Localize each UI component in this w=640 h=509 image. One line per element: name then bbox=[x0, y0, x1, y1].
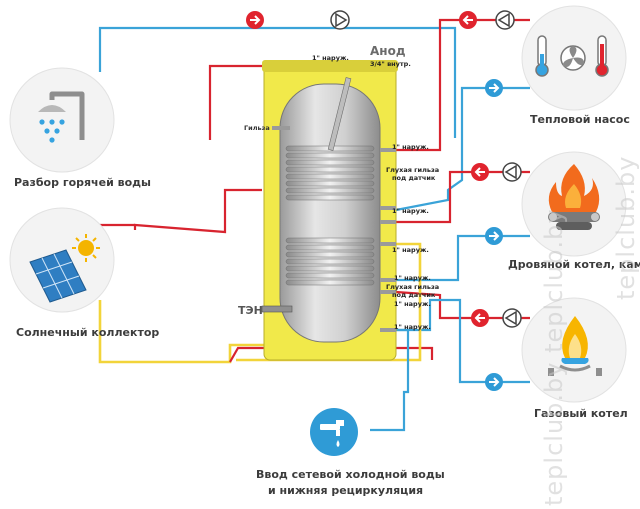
wood-boiler-device bbox=[521, 151, 627, 257]
port-blind-2a: Глухая гильза bbox=[386, 283, 440, 291]
label-anode: Анод bbox=[370, 44, 406, 58]
tank-vessel bbox=[279, 83, 381, 343]
arrow-wood-return bbox=[485, 227, 503, 245]
label-hot-water: Разбор горячей воды bbox=[14, 176, 151, 189]
heat-exchanger-lower bbox=[285, 237, 375, 286]
arrow-gas-return bbox=[485, 373, 503, 391]
label-heat-pump: Тепловой насос bbox=[530, 113, 630, 126]
hot-water-device bbox=[9, 67, 115, 173]
label-sleeve: Гильза bbox=[244, 124, 270, 132]
pipe-hot-water-return bbox=[98, 26, 457, 138]
port-5: 1" наруж. bbox=[394, 300, 431, 308]
label-cold-water-1: Ввод сетевой холодной воды bbox=[256, 468, 445, 481]
pump-wood-boiler bbox=[502, 162, 522, 182]
heater-element bbox=[261, 305, 293, 313]
tank-casing-top bbox=[262, 60, 398, 72]
storage-tank bbox=[261, 60, 398, 361]
label-solar-collector: Солнечный коллектор bbox=[16, 326, 160, 339]
arrow-wood-supply bbox=[471, 163, 489, 181]
gas-boiler-device bbox=[521, 297, 627, 403]
water-tap-icon bbox=[320, 420, 344, 447]
sensor-sleeve-top bbox=[272, 126, 290, 130]
label-wood-boiler: Дровяной котел, камин bbox=[508, 258, 640, 271]
pipe-heat-pump-return bbox=[395, 86, 530, 212]
arrow-gas-supply bbox=[471, 309, 489, 327]
port-4: 1" наруж. bbox=[394, 274, 431, 282]
pipe-cold-water-inlet bbox=[370, 328, 410, 432]
arrow-heat-pump-supply bbox=[459, 11, 477, 29]
pipe-solar-supply bbox=[133, 188, 262, 234]
solar-panel-icon bbox=[29, 234, 100, 303]
fire-wood-icon bbox=[548, 164, 600, 230]
anode-rod bbox=[327, 77, 352, 151]
pump-hot-water bbox=[330, 10, 350, 30]
port-2: 1" наруж. bbox=[392, 207, 429, 215]
shower-icon bbox=[38, 91, 85, 143]
pipe-heat-pump-supply bbox=[396, 18, 530, 152]
thermometer-fan-icon bbox=[535, 35, 609, 77]
pipe-gas-boiler-return bbox=[396, 298, 530, 384]
pipe-wood-boiler-supply bbox=[396, 170, 530, 224]
pump-gas-boiler bbox=[502, 308, 522, 328]
gas-flame-icon bbox=[548, 316, 602, 376]
port-blind-2b: под датчик bbox=[392, 291, 436, 299]
arrow-heat-pump-return bbox=[485, 79, 503, 97]
label-cold-water-2: и нижняя рециркуляция bbox=[268, 484, 424, 497]
label-gas-boiler: Газовый котел bbox=[534, 407, 628, 420]
port-top-outer: 1" наруж. bbox=[312, 54, 349, 62]
cold-water-device bbox=[310, 408, 358, 456]
pipe-solar-supply-2 bbox=[98, 223, 135, 230]
label-heater: ТЭН bbox=[238, 304, 263, 317]
arrow-hot-water-top bbox=[246, 11, 264, 29]
heat-pump-device bbox=[521, 5, 627, 111]
port-blind-1a: Глухая гильза bbox=[386, 166, 440, 174]
watermark-right: teplclub.by bbox=[612, 155, 640, 300]
port-3: 1" наруж. bbox=[392, 246, 429, 254]
watermark-bottom: teplclub.by teplclub.by bbox=[540, 208, 568, 506]
port-1: 1" наруж. bbox=[392, 143, 429, 151]
port-6: 1" наруж. bbox=[394, 323, 431, 331]
port-blind-1b: под датчик bbox=[392, 174, 436, 182]
solar-device bbox=[9, 207, 115, 313]
port-anode-inner: 3/4" внутр. bbox=[370, 60, 411, 68]
pump-heat-pump bbox=[495, 10, 515, 30]
